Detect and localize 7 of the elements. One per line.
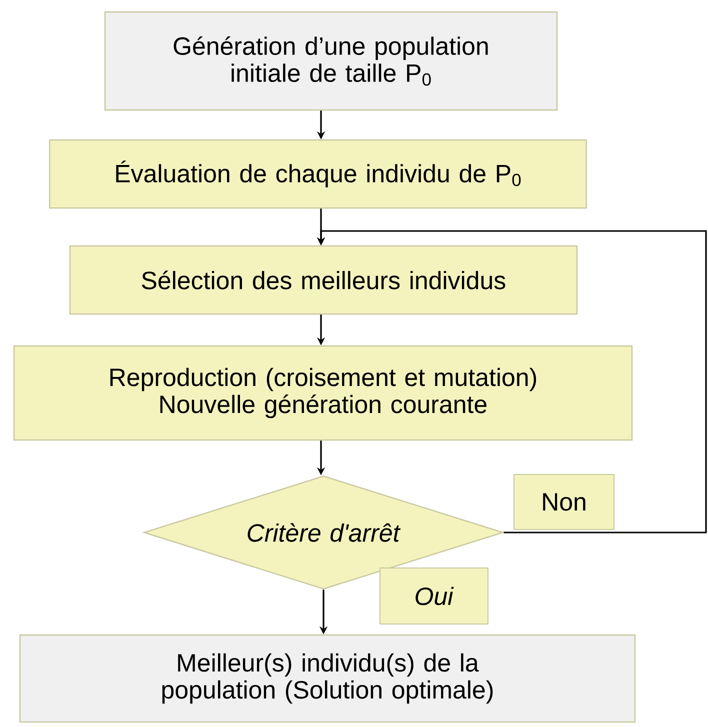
process-box: Reproduction (croisement et mutation) Nouvelle génération courante xyxy=(13,345,633,441)
process-box: Meilleur(s) individu(s) de la population (Solution optimale) xyxy=(19,634,636,723)
process-box: Génération d’une population initiale de taille P$_{0}$ xyxy=(104,11,558,111)
process-box: Évaluation de chaque individu de P$_{0}$ xyxy=(49,139,587,209)
process-box: Sélection des meilleurs individus xyxy=(69,245,578,315)
edge-label: Non xyxy=(514,474,614,530)
edge-label: Oui xyxy=(380,568,488,624)
